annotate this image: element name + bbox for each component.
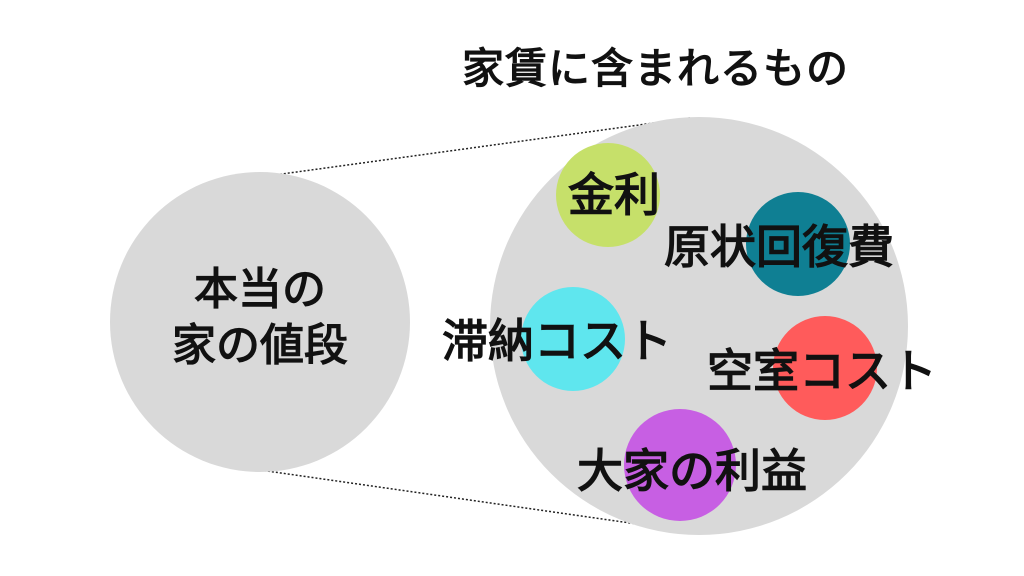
restoration-cost-circle [746, 192, 850, 296]
vacancy-cost-label: 空室コスト [707, 344, 937, 398]
landlord-profit-label: 大家の利益 [577, 444, 807, 498]
landlord-profit-circle [624, 409, 736, 521]
real-house-price-circle [110, 172, 410, 472]
arrears-cost-label: 滞納コスト [442, 314, 672, 368]
vacancy-cost-circle [773, 316, 877, 420]
restoration-cost-label: 原状回復費 [664, 220, 894, 274]
real-house-price-line2: 家の値段 [172, 320, 348, 371]
interest-circle [556, 143, 660, 247]
interest-label: 金利 [568, 168, 660, 222]
real-house-price-label: 本当の 家の値段 [110, 262, 410, 374]
diagram-title: 家賃に含まれるもの [462, 44, 850, 93]
arrears-cost-circle [521, 287, 625, 391]
connector-line-top [259, 117, 691, 178]
real-house-price-line1: 本当の [194, 264, 326, 315]
